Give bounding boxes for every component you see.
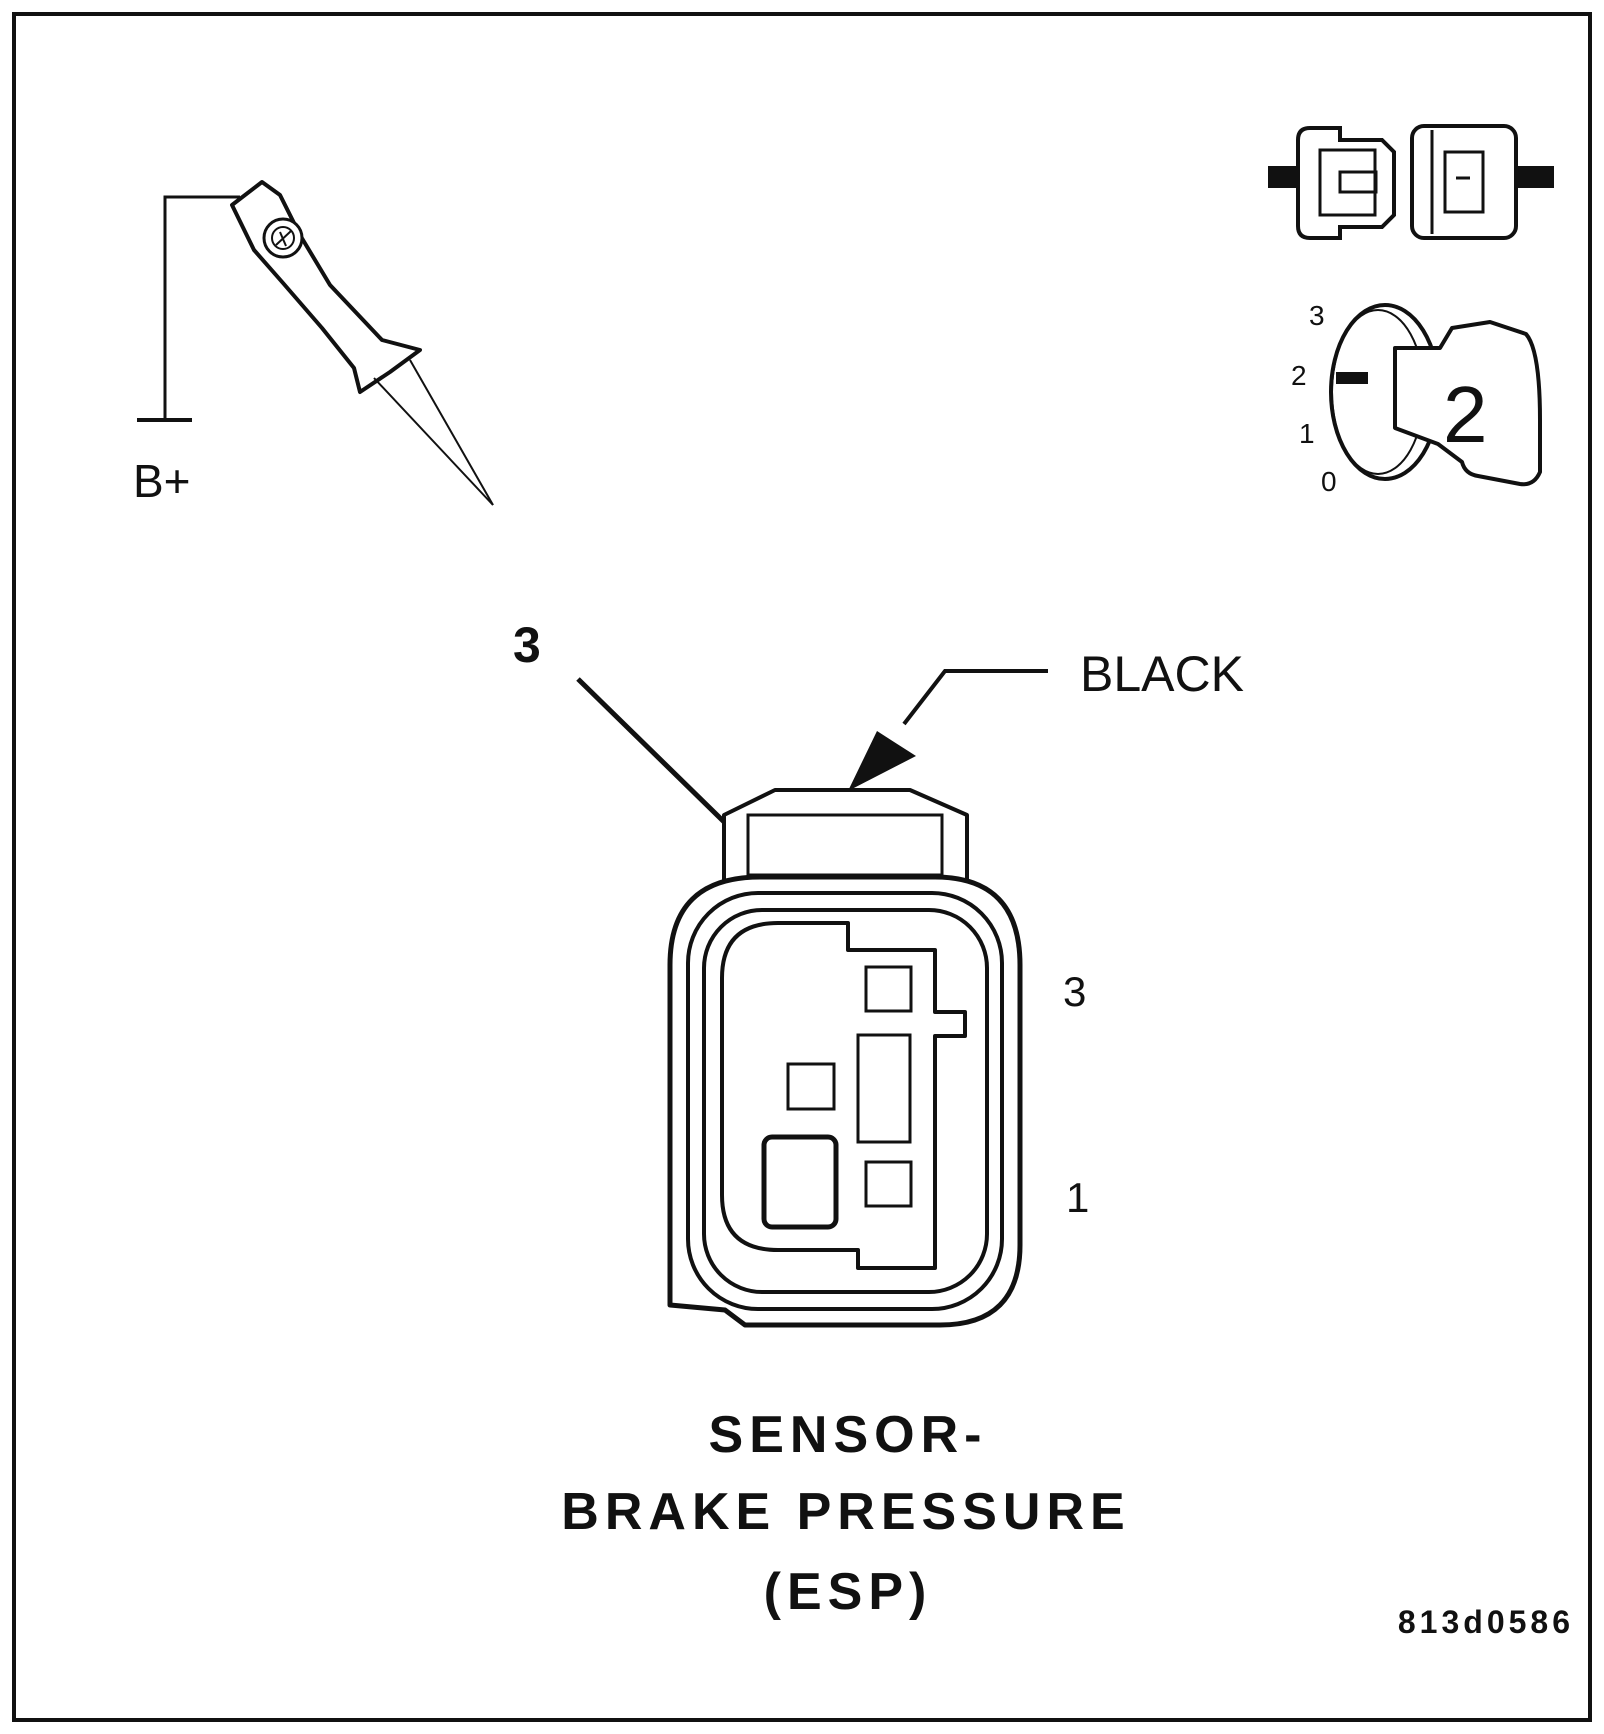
ignition-position-1: 1 — [1299, 418, 1315, 449]
figure-id: 813d0586 — [1398, 1604, 1574, 1640]
connector-pin-1 — [864, 1160, 913, 1208]
ignition-key-position: 2 — [1443, 370, 1488, 459]
probe-needle — [373, 377, 494, 506]
title-line-2: BRAKE PRESSURE — [561, 1483, 1130, 1541]
ground-wire — [163, 195, 240, 420]
ignition-position-2: 2 — [1291, 360, 1307, 391]
connector-face — [667, 788, 1023, 1328]
connector-slot — [856, 1033, 912, 1144]
test-light-probe-icon: B+ — [133, 180, 494, 507]
color-leader-arrow — [848, 731, 916, 791]
ignition-position-0: 0 — [1321, 466, 1337, 497]
color-leader-line — [902, 669, 1048, 726]
callout-number: 3 — [513, 617, 541, 673]
ignition-key-icon — [1393, 320, 1542, 487]
pin-label-3: 3 — [1063, 968, 1086, 1015]
supply-label: B+ — [133, 455, 191, 507]
connector-cavity-square — [786, 1062, 836, 1111]
connector-color-label: BLACK — [1080, 646, 1244, 702]
connector-key-block — [761, 1134, 839, 1230]
ignition-position-3: 3 — [1309, 300, 1325, 331]
diagram-frame — [12, 12, 1592, 1722]
ignition-pointer — [1336, 372, 1368, 384]
pin-label-1: 1 — [1066, 1174, 1089, 1221]
title-line-3: (ESP) — [764, 1563, 933, 1621]
probe-handle — [230, 180, 422, 394]
title-line-1: SENSOR- — [709, 1406, 988, 1464]
connector-latch — [722, 788, 969, 880]
connector-disconnected-icon — [1268, 124, 1554, 240]
ignition-switch-icon: 3 2 1 0 2 — [1291, 300, 1542, 497]
connector-pin-3 — [864, 965, 913, 1013]
connector-cavity — [720, 921, 967, 1270]
